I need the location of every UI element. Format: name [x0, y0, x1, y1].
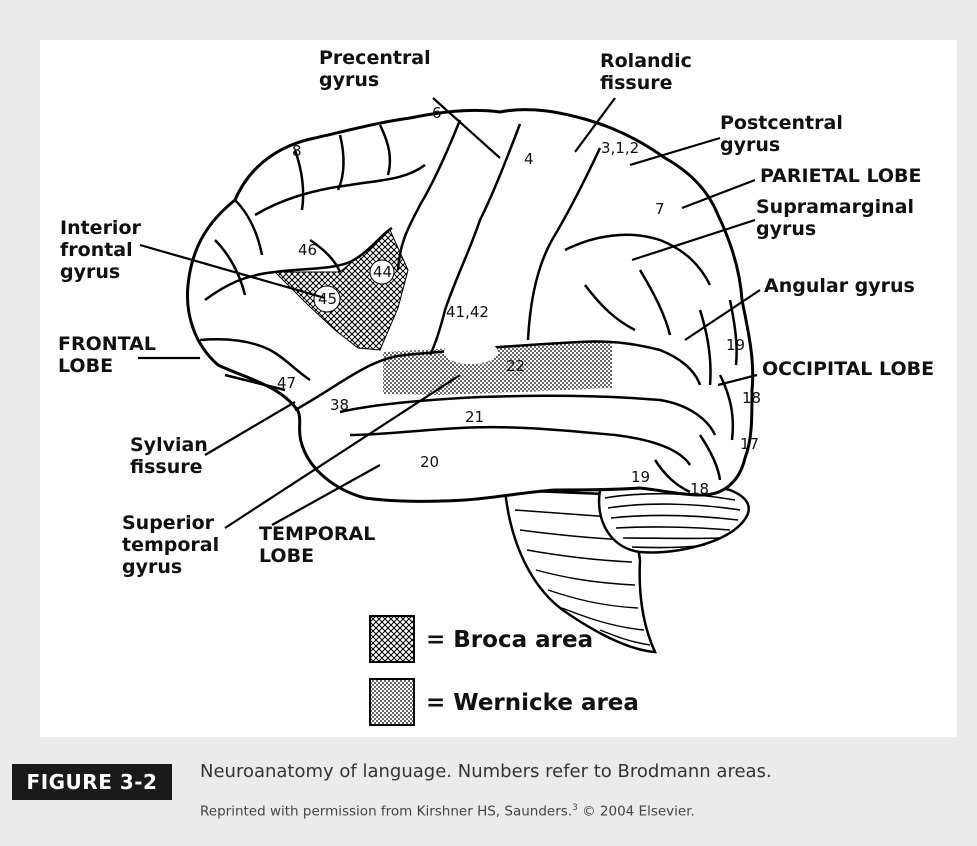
brodmann-19-lower: 19: [631, 469, 650, 485]
brodmann-38: 38: [330, 397, 349, 413]
interior-frontal-gyrus-label-line2: frontal: [60, 239, 141, 261]
superior-temporal-gyrus-label: Superior temporal gyrus: [122, 512, 219, 578]
brodmann-18-upper: 18: [742, 390, 761, 406]
figure-panel: Precentral gyrus Rolandic fissure Postce…: [40, 40, 957, 737]
broca-legend-swatch: [370, 616, 414, 662]
wernicke-legend-label: = Wernicke area: [426, 690, 639, 716]
frontal-lobe-label-line2: LOBE: [58, 355, 156, 377]
superior-temporal-gyrus-label-line2: temporal: [122, 534, 219, 556]
brodmann-45: 45: [318, 291, 337, 307]
interior-frontal-gyrus-label-line3: gyrus: [60, 261, 141, 283]
sylvian-fissure-label-line2: fissure: [130, 456, 208, 478]
superior-temporal-gyrus-label-line3: gyrus: [122, 556, 219, 578]
interior-frontal-gyrus-label-line1: Interior: [60, 217, 141, 239]
brodmann-6: 6: [432, 105, 442, 121]
rolandic-fissure-label: Rolandic fissure: [600, 50, 692, 94]
postcentral-gyrus-label-line2: gyrus: [720, 134, 843, 156]
postcentral-gyrus-label-line1: Postcentral: [720, 112, 843, 134]
precentral-gyrus-label: Precentral gyrus: [319, 47, 431, 91]
parietal-lobe-label: PARIETAL LOBE: [760, 165, 922, 187]
credit-text: Reprinted with permission from Kirshner …: [200, 804, 572, 820]
precentral-gyrus-label-line2: gyrus: [319, 69, 431, 91]
brodmann-41-42: 41,42: [446, 304, 489, 320]
figure-caption: Neuroanatomy of language. Numbers refer …: [200, 761, 772, 782]
brodmann-18-lower: 18: [690, 481, 709, 497]
occipital-lobe-label: OCCIPITAL LOBE: [762, 358, 934, 380]
interior-frontal-gyrus-label: Interior frontal gyrus: [60, 217, 141, 283]
supramarginal-gyrus-label: Supramarginal gyrus: [756, 196, 914, 240]
brodmann-46: 46: [298, 242, 317, 258]
figure-credit: Reprinted with permission from Kirshner …: [200, 803, 695, 820]
wernicke-legend-swatch: [370, 679, 414, 725]
brodmann-3-1-2: 3,1,2: [601, 140, 639, 156]
brodmann-8: 8: [292, 143, 302, 159]
temporal-lobe-label-line1: TEMPORAL: [259, 523, 375, 545]
brodmann-4: 4: [524, 151, 534, 167]
brodmann-20: 20: [420, 454, 439, 470]
figure-badge: FIGURE 3-2: [12, 764, 172, 800]
frontal-lobe-label: FRONTAL LOBE: [58, 333, 156, 377]
brodmann-21: 21: [465, 409, 484, 425]
sylvian-fissure-label-line1: Sylvian: [130, 434, 208, 456]
brodmann-7: 7: [655, 201, 665, 217]
temporal-lobe-label-line2: LOBE: [259, 545, 375, 567]
broca-legend-label: = Broca area: [426, 627, 593, 653]
precentral-gyrus-label-line1: Precentral: [319, 47, 431, 69]
angular-gyrus-label: Angular gyrus: [764, 275, 915, 297]
superior-temporal-gyrus-label-line1: Superior: [122, 512, 219, 534]
supramarginal-gyrus-label-line2: gyrus: [756, 218, 914, 240]
credit-copyright: © 2004 Elsevier.: [578, 804, 695, 820]
brodmann-44: 44: [373, 264, 392, 280]
sylvian-fissure-label: Sylvian fissure: [130, 434, 208, 478]
brodmann-47: 47: [277, 375, 296, 391]
rolandic-fissure-label-line2: fissure: [600, 72, 692, 94]
rolandic-fissure-label-line1: Rolandic: [600, 50, 692, 72]
temporal-lobe-label: TEMPORAL LOBE: [259, 523, 375, 567]
brodmann-17: 17: [740, 436, 759, 452]
area-4142-marker: [444, 340, 498, 364]
supramarginal-gyrus-label-line1: Supramarginal: [756, 196, 914, 218]
brodmann-22: 22: [506, 358, 525, 374]
brodmann-19-upper: 19: [726, 337, 745, 353]
postcentral-gyrus-label: Postcentral gyrus: [720, 112, 843, 156]
frontal-lobe-label-line1: FRONTAL: [58, 333, 156, 355]
